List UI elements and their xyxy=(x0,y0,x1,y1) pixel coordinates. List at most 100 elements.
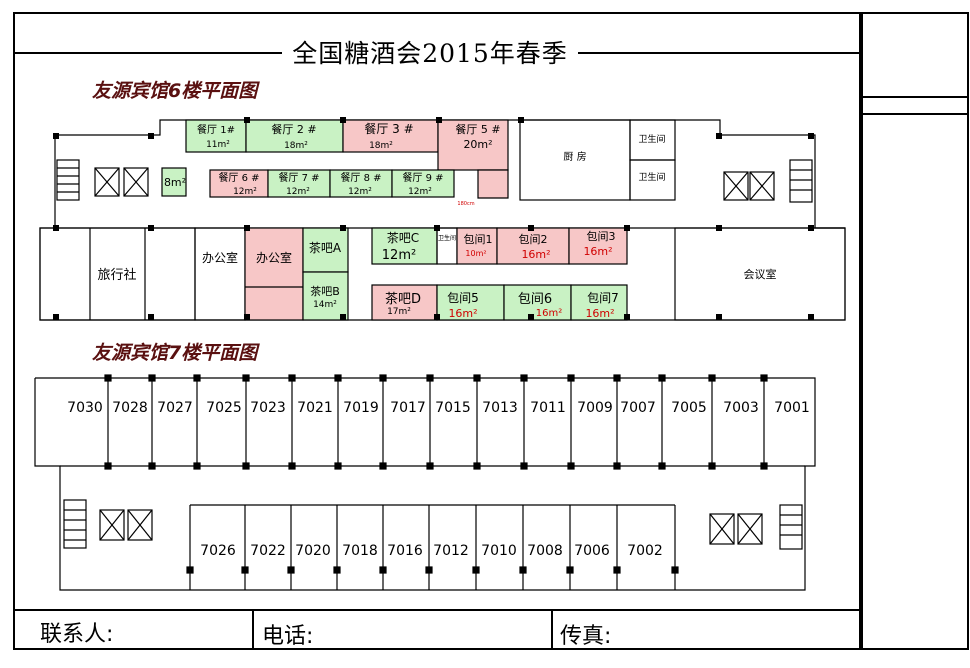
pillar xyxy=(244,117,250,123)
stairs-7-left xyxy=(63,499,87,549)
label-travel: 旅行社 xyxy=(97,267,136,283)
right-side-panel xyxy=(861,12,969,650)
room-7023-label: 7023 xyxy=(250,400,286,416)
elevator-left-1 xyxy=(94,167,120,197)
room-7030-label: 7030 xyxy=(67,400,103,416)
room-7019-label: 7019 xyxy=(343,400,379,416)
area-b7: 16m² xyxy=(585,307,614,320)
label-chaB: 茶吧B xyxy=(310,285,340,298)
pillar xyxy=(333,566,341,574)
area-c8: 12m² xyxy=(348,187,372,197)
room-7016-label: 7016 xyxy=(387,543,423,559)
area-c5: 20m² xyxy=(463,138,492,151)
page-title-text: 全国糖酒会2015年春季 xyxy=(282,39,578,68)
pillar xyxy=(148,225,154,231)
area-b2: 16m² xyxy=(521,248,550,261)
label-meeting: 会议室 xyxy=(744,267,777,281)
pillar xyxy=(808,225,814,231)
room-c8 xyxy=(329,169,393,198)
pillar xyxy=(716,314,722,320)
room-7012-label: 7012 xyxy=(433,543,469,559)
room-7018-label: 7018 xyxy=(342,543,378,559)
footer-divider-1 xyxy=(252,609,254,650)
room-7001-label: 7001 xyxy=(774,400,810,416)
area-c2: 18m² xyxy=(284,141,308,151)
room-office1 xyxy=(194,227,246,321)
elevator-x xyxy=(749,171,775,201)
stairs-left xyxy=(56,159,80,201)
pillar xyxy=(658,462,666,470)
area-chaD: 17m² xyxy=(387,307,411,317)
pillar xyxy=(624,314,630,320)
corridor-pink xyxy=(477,169,509,199)
room-chaB xyxy=(302,271,349,321)
pillar xyxy=(334,462,342,470)
page-title: 全国糖酒会2015年春季 xyxy=(0,34,860,70)
side-panel-divider-1 xyxy=(861,96,969,98)
pillar xyxy=(426,374,434,382)
pillar xyxy=(473,462,481,470)
elevator-x xyxy=(737,513,763,545)
floor7-plan xyxy=(34,374,816,591)
label-b6: 包间6 xyxy=(518,292,552,307)
pillar xyxy=(148,133,154,139)
floor6-title: 友源宾馆6楼平面图 xyxy=(92,80,258,102)
label-c2: 餐厅 2 # xyxy=(271,122,316,136)
label-office1: 办公室 xyxy=(202,250,238,265)
pillar xyxy=(518,117,524,123)
area-r8: 8m² xyxy=(164,176,186,189)
room-7027-label: 7027 xyxy=(157,400,193,416)
pillar xyxy=(193,462,201,470)
pillar xyxy=(334,374,342,382)
phone-label: 电话: xyxy=(262,624,314,649)
room-chaD xyxy=(371,284,438,321)
room-7015-label: 7015 xyxy=(435,400,471,416)
stairs-right xyxy=(789,159,813,203)
area-c3: 18m² xyxy=(369,141,393,151)
pillar xyxy=(613,374,621,382)
pillar xyxy=(520,462,528,470)
elevator-right-2 xyxy=(749,171,775,201)
pillar xyxy=(716,133,722,139)
room-wc2 xyxy=(629,159,676,201)
room-r8 xyxy=(161,167,187,197)
pillar xyxy=(708,462,716,470)
elevator-x xyxy=(99,509,125,541)
label-b1: 包间1 xyxy=(464,233,493,246)
label-kitchen: 厨 房 xyxy=(563,150,586,163)
pillar xyxy=(340,225,346,231)
pillar xyxy=(473,374,481,382)
pillar xyxy=(426,462,434,470)
label-c6: 餐厅 6 # xyxy=(218,171,259,184)
area-c1: 11m² xyxy=(206,140,230,150)
room-c5 xyxy=(437,119,509,171)
pillar xyxy=(186,566,194,574)
label-c3: 餐厅 3 # xyxy=(364,121,413,136)
pillar xyxy=(244,314,250,320)
area-b3: 16m² xyxy=(583,245,612,258)
elevator-7-right-1 xyxy=(709,513,735,545)
pillar xyxy=(148,314,154,320)
label-wc1: 卫生间 xyxy=(638,133,665,145)
elevator-7-right-2 xyxy=(737,513,763,545)
pillar xyxy=(613,462,621,470)
pillar xyxy=(242,374,250,382)
room-b5 xyxy=(436,284,505,321)
room-7022-label: 7022 xyxy=(250,543,286,559)
label-office2: 办公室 xyxy=(256,250,292,265)
label-wc3: 卫生间 xyxy=(438,234,456,242)
label-c1: 餐厅 1# xyxy=(197,123,235,136)
area-chaC: 12m² xyxy=(382,248,416,263)
label-c7: 餐厅 7 # xyxy=(278,171,319,184)
room-7005-label: 7005 xyxy=(671,400,707,416)
area-chaB: 14m² xyxy=(313,300,337,310)
pillar xyxy=(760,374,768,382)
pillar xyxy=(340,314,346,320)
pillar xyxy=(288,462,296,470)
pillar xyxy=(658,374,666,382)
pillar xyxy=(148,462,156,470)
pillar xyxy=(624,225,630,231)
